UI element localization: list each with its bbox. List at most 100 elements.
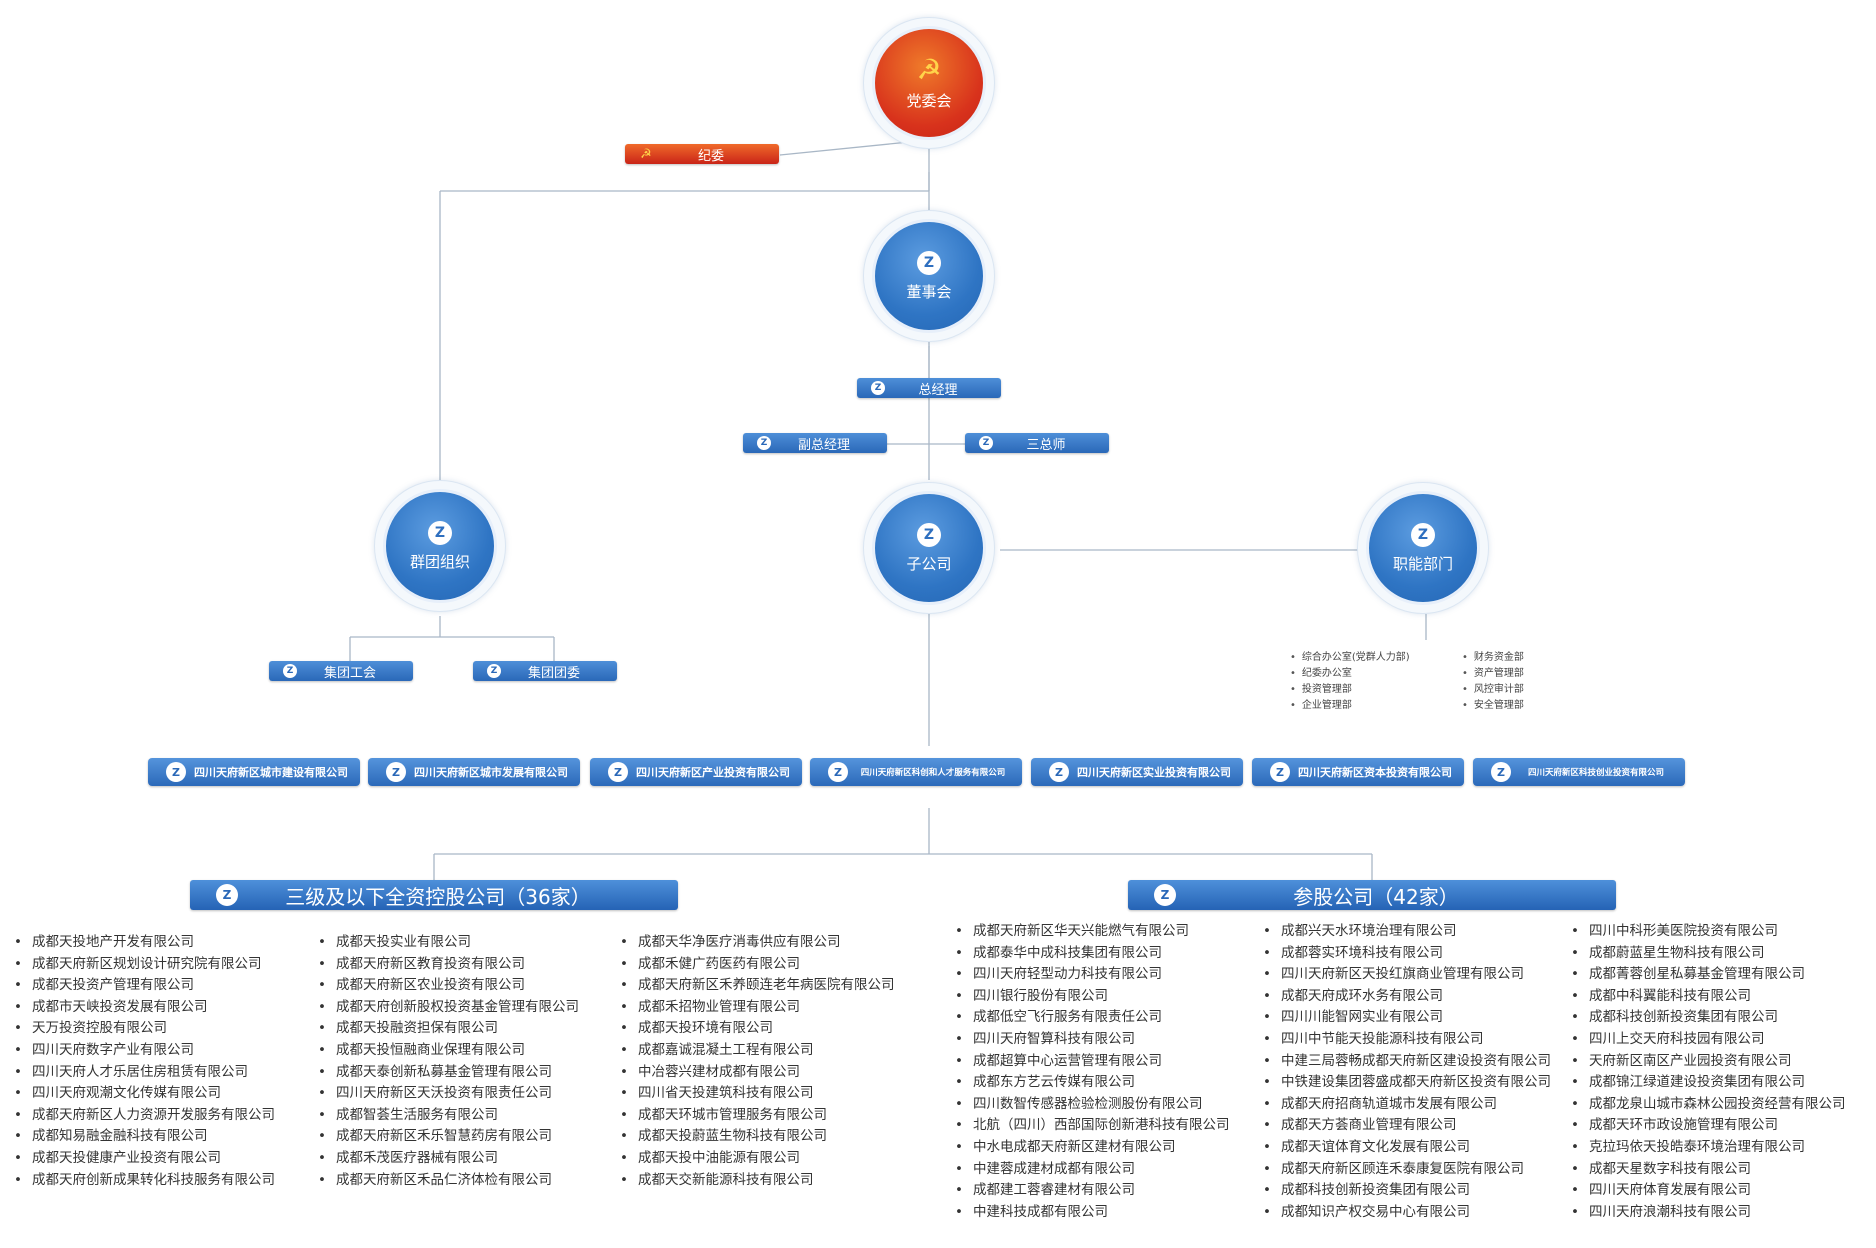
company-list-item: 成都天府新区农业投资有限公司: [318, 975, 579, 997]
department-item: 风控审计部: [1462, 682, 1524, 698]
company-list-item: 中水电成都天府新区建材有限公司: [955, 1137, 1229, 1159]
department-item: 企业管理部: [1290, 698, 1410, 714]
subsidiaries-node: Z 子公司: [863, 482, 995, 614]
company-list-item: 成都泰华中成科技集团有限公司: [955, 943, 1229, 965]
company-logo-icon: Z: [428, 520, 452, 545]
company-list-item: 四川天府智算科技有限公司: [955, 1029, 1229, 1051]
company-list-item: 成都天府新区教育投资有限公司: [318, 954, 579, 976]
participating-list-col-3: 四川中科形美医院投资有限公司成都蔚蓝星生物科技有限公司成都菁蓉创星私募基金管理有…: [1571, 921, 1846, 1223]
participating-header[interactable]: Z 参股公司（42家）: [1128, 880, 1616, 910]
subsidiaries-label: 子公司: [906, 554, 952, 573]
company-logo-icon: Z: [283, 664, 297, 678]
board-circle[interactable]: Z 董事会: [872, 219, 986, 333]
department-item: 财务资金部: [1462, 650, 1524, 666]
company-list-item: 中建蓉成建材成都有限公司: [955, 1159, 1229, 1181]
discipline-committee-label: 纪委: [697, 148, 724, 164]
wholly-owned-list-col-2: 成都天投实业有限公司成都天府新区教育投资有限公司成都天府新区农业投资有限公司成都…: [318, 932, 579, 1191]
company-list-item: 成都天谊体育文化发展有限公司: [1263, 1137, 1551, 1159]
company-list-item: 四川中节能天投能源科技有限公司: [1263, 1029, 1551, 1051]
company-list-item: 成都天府新区禾品仁济体检有限公司: [318, 1170, 579, 1192]
company-list-item: 成都天府创新股权投资基金管理有限公司: [318, 997, 579, 1019]
company-logo-icon: Z: [1411, 522, 1435, 547]
company-list-item: 成都天投中油能源有限公司: [620, 1148, 894, 1170]
subsidiary-bar[interactable]: Z 四川天府新区城市发展有限公司: [368, 758, 580, 786]
company-list-item: 四川天府新区天投红旗商业管理有限公司: [1263, 964, 1551, 986]
company-list-item: 成都兴天水环境治理有限公司: [1263, 921, 1551, 943]
company-list-item: 成都蓉实环境科技有限公司: [1263, 943, 1551, 965]
company-logo-icon: Z: [1049, 762, 1069, 782]
company-logo-icon: Z: [386, 762, 406, 782]
company-list-item: 成都天府招商轨道城市发展有限公司: [1263, 1094, 1551, 1116]
company-logo-icon: Z: [979, 436, 993, 450]
subsidiary-bar[interactable]: Z 四川天府新区资本投资有限公司: [1252, 758, 1464, 786]
company-logo-icon: Z: [917, 522, 941, 547]
company-list-item: 成都龙泉山城市森林公园投资经营有限公司: [1571, 1094, 1846, 1116]
company-list-item: 成都天府成环水务有限公司: [1263, 986, 1551, 1008]
group-union-bar[interactable]: Z 集团工会: [269, 661, 413, 681]
company-logo-icon: Z: [917, 250, 941, 275]
subsidiary-bar[interactable]: Z 四川天府新区产业投资有限公司: [590, 758, 802, 786]
subsidiary-name: 四川天府新区实业投资有限公司: [1077, 766, 1231, 779]
subsidiaries-circle[interactable]: Z 子公司: [872, 491, 986, 605]
subsidiary-name: 四川天府新区城市建设有限公司: [194, 766, 348, 779]
functional-departments-node: Z 职能部门: [1357, 482, 1489, 614]
three-chiefs-bar[interactable]: Z 三总师: [965, 433, 1109, 453]
company-list-item: 成都禾招物业管理有限公司: [620, 997, 894, 1019]
company-list-item: 四川银行股份有限公司: [955, 986, 1229, 1008]
subsidiary-name: 四川天府新区科技创业投资有限公司: [1527, 768, 1664, 778]
company-list-item: 克拉玛依天投皓泰环境治理有限公司: [1571, 1137, 1845, 1159]
company-list-item: 成都天投实业有限公司: [318, 932, 579, 954]
company-list-item: 成都智荟生活服务有限公司: [318, 1105, 579, 1127]
department-item: 投资管理部: [1290, 682, 1410, 698]
company-list-item: 四川天府观潮文化传媒有限公司: [14, 1083, 275, 1105]
company-list-item: 四川天府轻型动力科技有限公司: [955, 964, 1229, 986]
company-list-item: 成都天投蔚蓝生物科技有限公司: [620, 1126, 894, 1148]
company-list-item: 成都天府新区顾连禾泰康复医院有限公司: [1263, 1159, 1551, 1181]
subsidiary-bar[interactable]: Z 四川天府新区科技创业投资有限公司: [1473, 758, 1685, 786]
general-manager-label: 总经理: [918, 382, 958, 398]
wholly-owned-list-col-3: 成都天华净医疗消毒供应有限公司成都禾健广药医药有限公司成都天府新区禾养颐连老年病…: [620, 932, 895, 1191]
company-list-item: 四川天府体育发展有限公司: [1571, 1180, 1845, 1202]
company-list-item: 成都科技创新投资集团有限公司: [1571, 1007, 1845, 1029]
wholly-owned-header[interactable]: Z 三级及以下全资控股公司（36家）: [190, 880, 678, 910]
company-logo-icon: Z: [216, 884, 238, 906]
company-list-item: 成都天府新区禾养颐连老年病医院有限公司: [620, 975, 895, 997]
company-list-item: 成都建工蓉睿建材有限公司: [955, 1180, 1229, 1202]
subsidiary-name: 四川天府新区科创和人才服务有限公司: [860, 768, 1006, 778]
wholly-owned-list-col-1: 成都天投地产开发有限公司成都天府新区规划设计研究院有限公司成都天投资产管理有限公…: [14, 932, 275, 1191]
company-list-item: 中建科技成都有限公司: [955, 1202, 1229, 1224]
company-list-item: 成都天方荟商业管理有限公司: [1263, 1115, 1551, 1137]
company-list-item: 成都菁蓉创星私募基金管理有限公司: [1571, 964, 1845, 986]
subsidiary-bar[interactable]: Z 四川天府新区实业投资有限公司: [1031, 758, 1243, 786]
subsidiary-bar[interactable]: Z 四川天府新区科创和人才服务有限公司: [810, 758, 1022, 786]
company-list-item: 中铁建设集团蓉盛成都天府新区投资有限公司: [1263, 1072, 1551, 1094]
company-list-item: 成都天星数字科技有限公司: [1571, 1159, 1845, 1181]
subsidiary-bar[interactable]: Z 四川天府新区城市建设有限公司: [148, 758, 360, 786]
general-manager-bar[interactable]: Z 总经理: [857, 378, 1001, 398]
company-list-item: 成都天府创新成果转化科技服务有限公司: [14, 1170, 275, 1192]
company-list-item: 成都中科翼能科技有限公司: [1571, 986, 1845, 1008]
participating-title: 参股公司（42家）: [1293, 884, 1459, 909]
company-list-item: 四川上交天府科技园有限公司: [1571, 1029, 1845, 1051]
company-list-item: 成都嘉诚混凝土工程有限公司: [620, 1040, 894, 1062]
company-list-item: 成都天府新区规划设计研究院有限公司: [14, 954, 275, 976]
party-committee-circle[interactable]: ☭ 党委会: [872, 26, 986, 140]
three-chiefs-label: 三总师: [1026, 437, 1066, 453]
company-list-item: 成都天华净医疗消毒供应有限公司: [620, 932, 894, 954]
hammer-sickle-icon: ☭: [916, 52, 942, 86]
mass-organizations-label: 群团组织: [409, 552, 470, 571]
discipline-committee-bar[interactable]: ☭ 纪委: [625, 144, 779, 164]
company-list-item: 成都天环市政设施管理有限公司: [1571, 1115, 1845, 1137]
company-list-item: 天万投资控股有限公司: [14, 1018, 275, 1040]
company-list-item: 成都天投融资担保有限公司: [318, 1018, 579, 1040]
mass-organizations-circle[interactable]: Z 群团组织: [383, 489, 497, 603]
party-committee-label: 党委会: [906, 91, 952, 110]
company-list-item: 成都知易融金融科技有限公司: [14, 1126, 275, 1148]
functional-departments-circle[interactable]: Z 职能部门: [1366, 491, 1480, 605]
deputy-gm-bar[interactable]: Z 副总经理: [743, 433, 887, 453]
company-list-item: 成都天泰创新私募基金管理有限公司: [318, 1062, 579, 1084]
group-youth-league-bar[interactable]: Z 集团团委: [473, 661, 617, 681]
company-logo-icon: Z: [1154, 884, 1176, 906]
company-logo-icon: Z: [1491, 762, 1511, 782]
